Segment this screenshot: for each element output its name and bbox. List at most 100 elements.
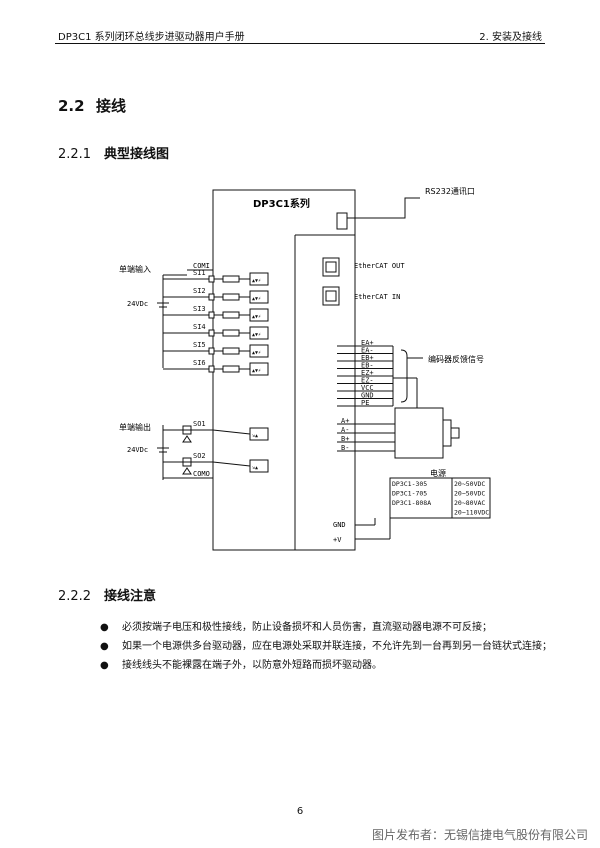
input-label: SI6 — [193, 359, 206, 367]
subsection-heading-wiring-diagram: 2.2.1 典型接线图 — [58, 143, 169, 162]
wiring-diagram: DP3C1系列 RS232通讯口 EtherCAT OUT EtherCAT I… — [119, 186, 491, 551]
motor-pin-label: B- — [341, 444, 349, 452]
output-link — [212, 461, 251, 467]
output-link — [212, 429, 251, 435]
transistor-icon: ⇲▲ — [252, 465, 258, 471]
ethercat-in-label: EtherCAT IN — [354, 293, 400, 301]
optocoupler-box — [249, 272, 269, 286]
optocoupler-icon: ▲▼⚡ — [252, 296, 261, 302]
optocoupler-box — [249, 326, 269, 340]
encoder-pin-label: EB- — [361, 362, 374, 370]
motor-body — [394, 407, 444, 459]
motor-pin-label: A+ — [341, 417, 349, 425]
input-terminal — [208, 311, 215, 319]
notes-list: ● 必须按端子电压和极性接线，防止设备损坏和人员伤害，直流驱动器电源不可反接； ●… — [100, 620, 560, 677]
input-resistor — [222, 293, 240, 301]
single-output-label: 单端输出 — [119, 422, 151, 432]
rs232-connector — [336, 212, 348, 230]
encoder-pin-label: EB+ — [361, 354, 374, 362]
optocoupler-box — [249, 362, 269, 376]
subsection-number: 2.2.1 — [58, 147, 92, 162]
note-text: 接线线头不能裸露在端子外，以防意外短路而损坏驱动器。 — [122, 660, 382, 671]
input-terminal — [208, 365, 215, 373]
power-model: DP3C1-305 — [392, 480, 427, 488]
com-in-label: COMI — [193, 262, 210, 270]
bullet-icon: ● — [100, 641, 109, 652]
single-input-label: 单端输入 — [119, 264, 151, 274]
encoder-pin-label: EZ+ — [361, 369, 374, 377]
motor-pin-label: B+ — [341, 435, 349, 443]
encoder-pin-label: PE — [361, 399, 369, 407]
bullet-icon: ● — [100, 660, 109, 671]
subsection-number: 2.2.2 — [58, 589, 92, 604]
input-resistor — [222, 365, 240, 373]
bullet-icon: ● — [100, 622, 109, 633]
input-terminal — [208, 329, 215, 337]
ethercat-out-port-inner — [325, 261, 337, 273]
series-title: DP3C1系列 — [253, 197, 310, 210]
optocoupler-icon: ▲▼⚡ — [252, 368, 261, 374]
power-voltage: 20~80VAC — [454, 499, 485, 507]
encoder-pin-label: GND — [361, 392, 374, 400]
encoder-pin-label: EZ- — [361, 377, 374, 385]
input-label: SI4 — [193, 323, 206, 331]
input-label: SI5 — [193, 341, 206, 349]
subsection-title: 典型接线图 — [104, 147, 170, 162]
optocoupler-box — [249, 290, 269, 304]
optocoupler-box — [249, 308, 269, 322]
gnd-label: GND — [333, 521, 346, 529]
power-voltage: 20~50VDC — [454, 490, 485, 498]
input-resistor — [222, 329, 240, 337]
input-label: SI3 — [193, 305, 206, 313]
power-table-border — [389, 477, 491, 519]
subsection-title: 接线注意 — [104, 589, 157, 604]
encoder-label: 编码器反馈信号 — [428, 354, 484, 364]
output-diode — [182, 435, 192, 443]
output-label: SO2 — [193, 452, 206, 460]
input-resistor — [222, 347, 240, 355]
note-text: 必须按端子电压和极性接线，防止设备损坏和人员伤害，直流驱动器电源不可反接； — [122, 622, 492, 633]
list-item: ● 如果一个电源供多台驱动器，应在电源处采取并联连接，不允许先到一台再到另一台链状… — [100, 639, 560, 654]
input-supply-label: 24VDc — [127, 300, 148, 308]
transistor-icon: ⇲▲ — [252, 433, 258, 439]
header-title: DP3C1 系列闭环总线步进驱动器用户手册 — [58, 32, 245, 43]
ethercat-out-label: EtherCAT OUT — [354, 262, 405, 270]
motor-flange — [442, 419, 452, 447]
list-item: ● 接线线头不能裸露在端子外，以防意外短路而损坏驱动器。 — [100, 658, 560, 673]
optocoupler-icon: ▲▼⚡ — [252, 278, 261, 284]
section-number: 2.2 — [58, 97, 85, 115]
optocoupler-icon: ▲▼⚡ — [252, 332, 261, 338]
list-item: ● 必须按端子电压和极性接线，防止设备损坏和人员伤害，直流驱动器电源不可反接； — [100, 620, 560, 635]
input-resistor — [222, 275, 240, 283]
power-voltage: 20~110VDC — [454, 509, 489, 517]
optocoupler-icon: ▲▼⚡ — [252, 314, 261, 320]
power-model: DP3C1-705 — [392, 490, 427, 498]
power-model: DP3C1-808A — [392, 499, 431, 507]
output-supply-label: 24VDc — [127, 446, 148, 454]
input-label: SI2 — [193, 287, 206, 295]
output-load — [182, 425, 192, 435]
output-diode — [182, 467, 192, 475]
input-label: SI1 — [193, 269, 206, 277]
rs232-label: RS232通讯口 — [425, 186, 475, 196]
input-terminal — [208, 275, 215, 283]
note-text: 如果一个电源供多台驱动器，应在电源处采取并联连接，不允许先到一台再到另一台链状式… — [122, 641, 552, 652]
page-number: 6 — [296, 806, 304, 817]
header-chapter: 2. 安装及接线 — [479, 32, 542, 43]
input-resistor — [222, 311, 240, 319]
encoder-pin-label: EA- — [361, 347, 374, 355]
optocoupler-icon: ▲▼⚡ — [252, 350, 261, 356]
publisher-credit: 图片发布者：无锡信捷电气股份有限公司 — [371, 828, 588, 842]
encoder-pin-label: VCC — [361, 384, 374, 392]
subsection-heading-wiring-notes: 2.2.2 接线注意 — [58, 585, 156, 604]
power-title: 电源 — [430, 468, 446, 478]
motor-pin-label: A- — [341, 426, 349, 434]
ethercat-in-port — [322, 286, 340, 306]
optocoupler-box — [249, 344, 269, 358]
input-terminal — [208, 293, 215, 301]
com-out-label: COMO — [193, 470, 210, 478]
vplus-label: +V — [333, 536, 342, 544]
ethercat-out-port — [322, 257, 340, 277]
header-rule — [55, 43, 545, 44]
